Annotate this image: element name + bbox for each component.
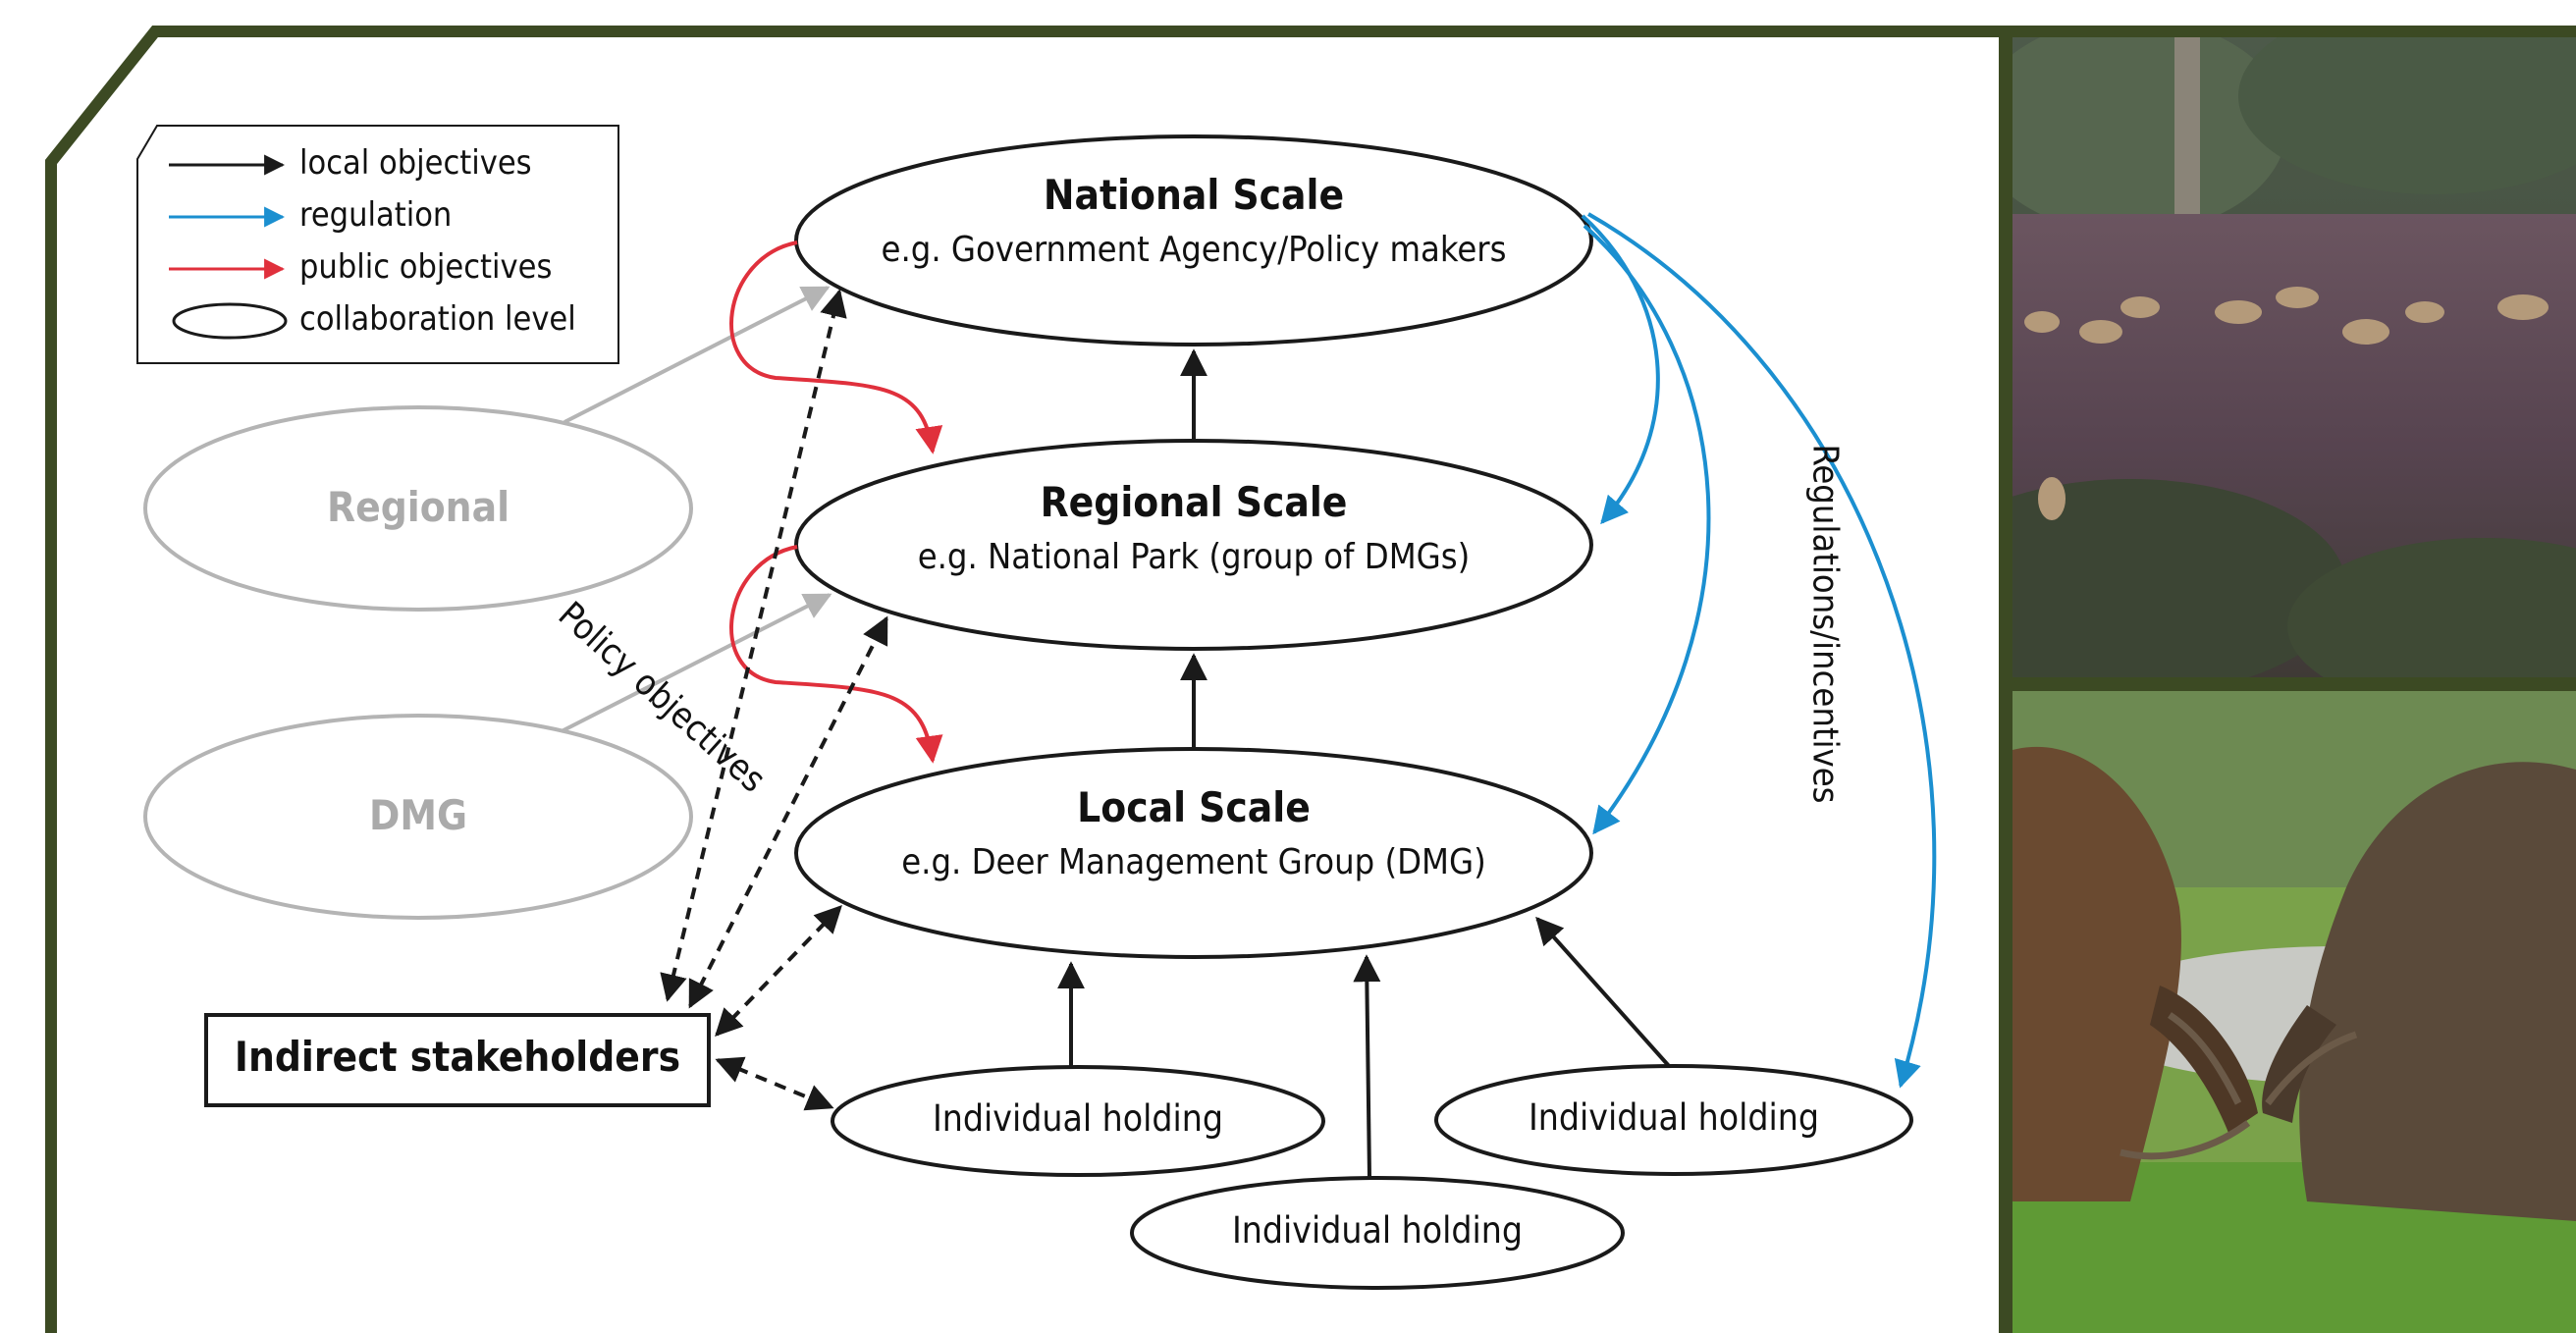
legend-label-regulation: regulation	[299, 195, 453, 235]
holding-left-label: Individual holding	[932, 1097, 1224, 1140]
arrow-holding-right-to-local	[1535, 916, 1671, 1068]
legend-label-collaboration: collaboration level	[299, 299, 576, 339]
blue-arrow-national-to-regional	[1581, 214, 1660, 525]
legend-label-local: local objectives	[299, 143, 532, 183]
arrow-holding-bottom-to-local	[1353, 954, 1381, 1179]
blue-arrow-national-to-holding	[1587, 212, 1937, 1089]
regional-side-label: Regional	[326, 483, 510, 531]
holding-left-ellipse	[831, 1065, 1325, 1177]
local-title: Local Scale	[1077, 783, 1311, 831]
regulations-incentives-label: Regulations/incentives	[1804, 444, 1846, 804]
legend-box	[136, 125, 619, 364]
legend-ellipse	[172, 302, 288, 340]
national-ellipse	[794, 134, 1593, 347]
legend-label-public: public objectives	[299, 247, 553, 287]
national-subtitle: e.g. Government Agency/Policy makers	[881, 230, 1507, 270]
dashed-arrow-stakeholders-national	[660, 289, 847, 1002]
frame-border	[45, 26, 2576, 1333]
regional-title: Regional Scale	[1040, 478, 1348, 526]
blue-arrow-national-to-local	[1583, 224, 1711, 835]
holding-right-label: Individual holding	[1528, 1096, 1820, 1139]
stakeholders-label: Indirect stakeholders	[234, 1033, 681, 1081]
legend	[136, 125, 619, 364]
dmg-side-label: DMG	[369, 791, 467, 839]
stakeholders-box	[204, 1013, 711, 1107]
dashed-arrow-stakeholders-holding	[715, 1056, 834, 1111]
stags-fighting-photo	[2012, 691, 2576, 1333]
holding-bottom-label: Individual holding	[1231, 1209, 1524, 1252]
holding-bottom-ellipse	[1130, 1176, 1625, 1290]
holding-right-ellipse	[1434, 1064, 1913, 1176]
dashed-arrow-stakeholders-local	[715, 904, 842, 1038]
local-subtitle: e.g. Deer Management Group (DMG)	[901, 842, 1486, 882]
deer-herd-photo	[2012, 37, 2576, 677]
regional-subtitle: e.g. National Park (group of DMGs)	[917, 537, 1471, 577]
national-title: National Scale	[1043, 171, 1345, 219]
photo-divider	[1999, 677, 2576, 691]
